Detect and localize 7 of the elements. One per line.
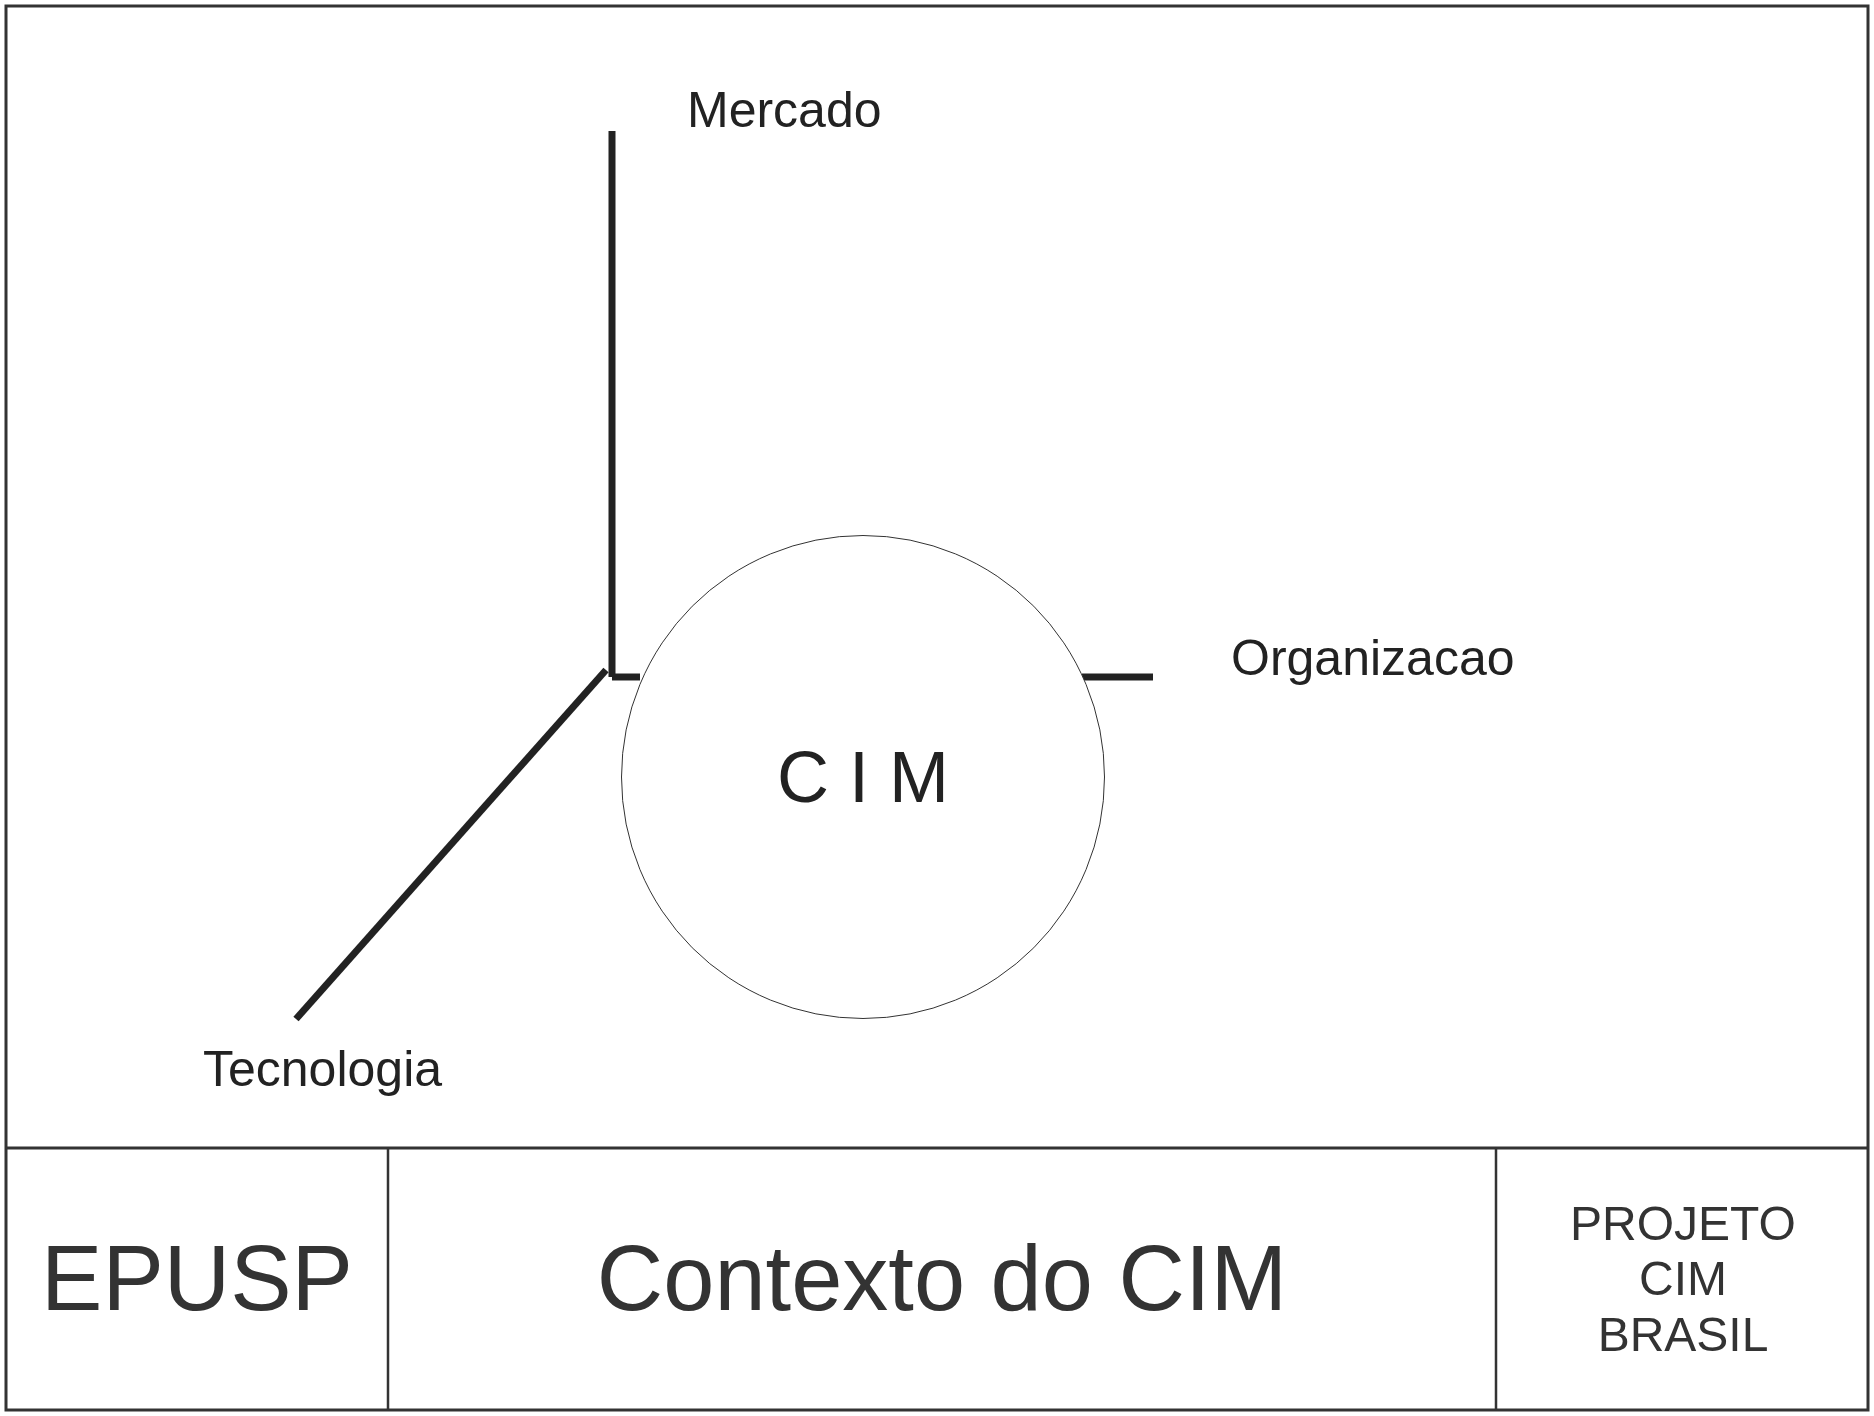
footer-text: PROJETO CIM BRASIL xyxy=(1569,1196,1797,1363)
footer-text: EPUSP xyxy=(40,1226,354,1332)
title: Contexto do CIM xyxy=(595,1226,1289,1332)
node-label: C I M xyxy=(777,736,949,818)
axis-label: Mercado xyxy=(687,83,882,138)
axis-label: Tecnologia xyxy=(203,1042,443,1097)
axis-label: Organizacao xyxy=(1231,631,1515,686)
